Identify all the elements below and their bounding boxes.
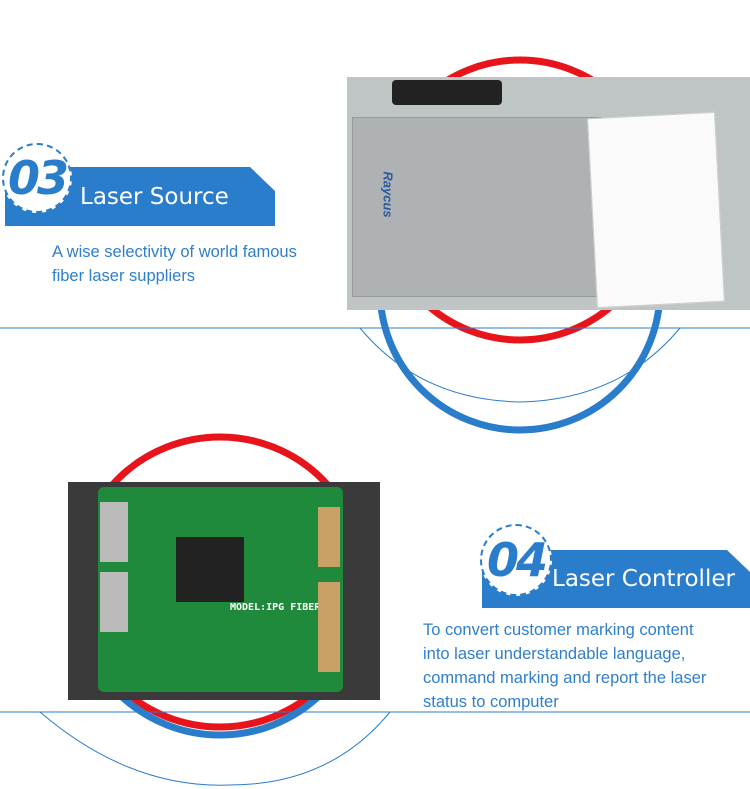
- laser-controller-photo: MODEL:IPG FIBER: [68, 482, 380, 700]
- description-line: fiber laser suppliers: [52, 267, 196, 285]
- laser-source-photo: Raycus: [347, 77, 750, 310]
- section-number-badge: 04: [480, 524, 552, 596]
- description-line: To convert customer marking content: [423, 621, 694, 639]
- section-description: A wise selectivity of world famous fiber…: [52, 240, 297, 288]
- description-line: into laser understandable language,: [423, 645, 686, 663]
- section-number: 03: [7, 151, 69, 205]
- section-title-text: Laser Source: [80, 183, 229, 210]
- section-number-badge: 03: [2, 143, 72, 213]
- description-line: status to computer: [423, 693, 559, 711]
- section-description: To convert customer marking content into…: [423, 618, 706, 714]
- raycus-logo: Raycus: [380, 171, 396, 218]
- description-line: A wise selectivity of world famous: [52, 243, 297, 261]
- section-number: 04: [486, 533, 548, 587]
- board-label: MODEL:IPG FIBER: [230, 602, 321, 613]
- section-title-text: Laser Controller: [552, 566, 735, 592]
- description-line: command marking and report the laser: [423, 669, 707, 687]
